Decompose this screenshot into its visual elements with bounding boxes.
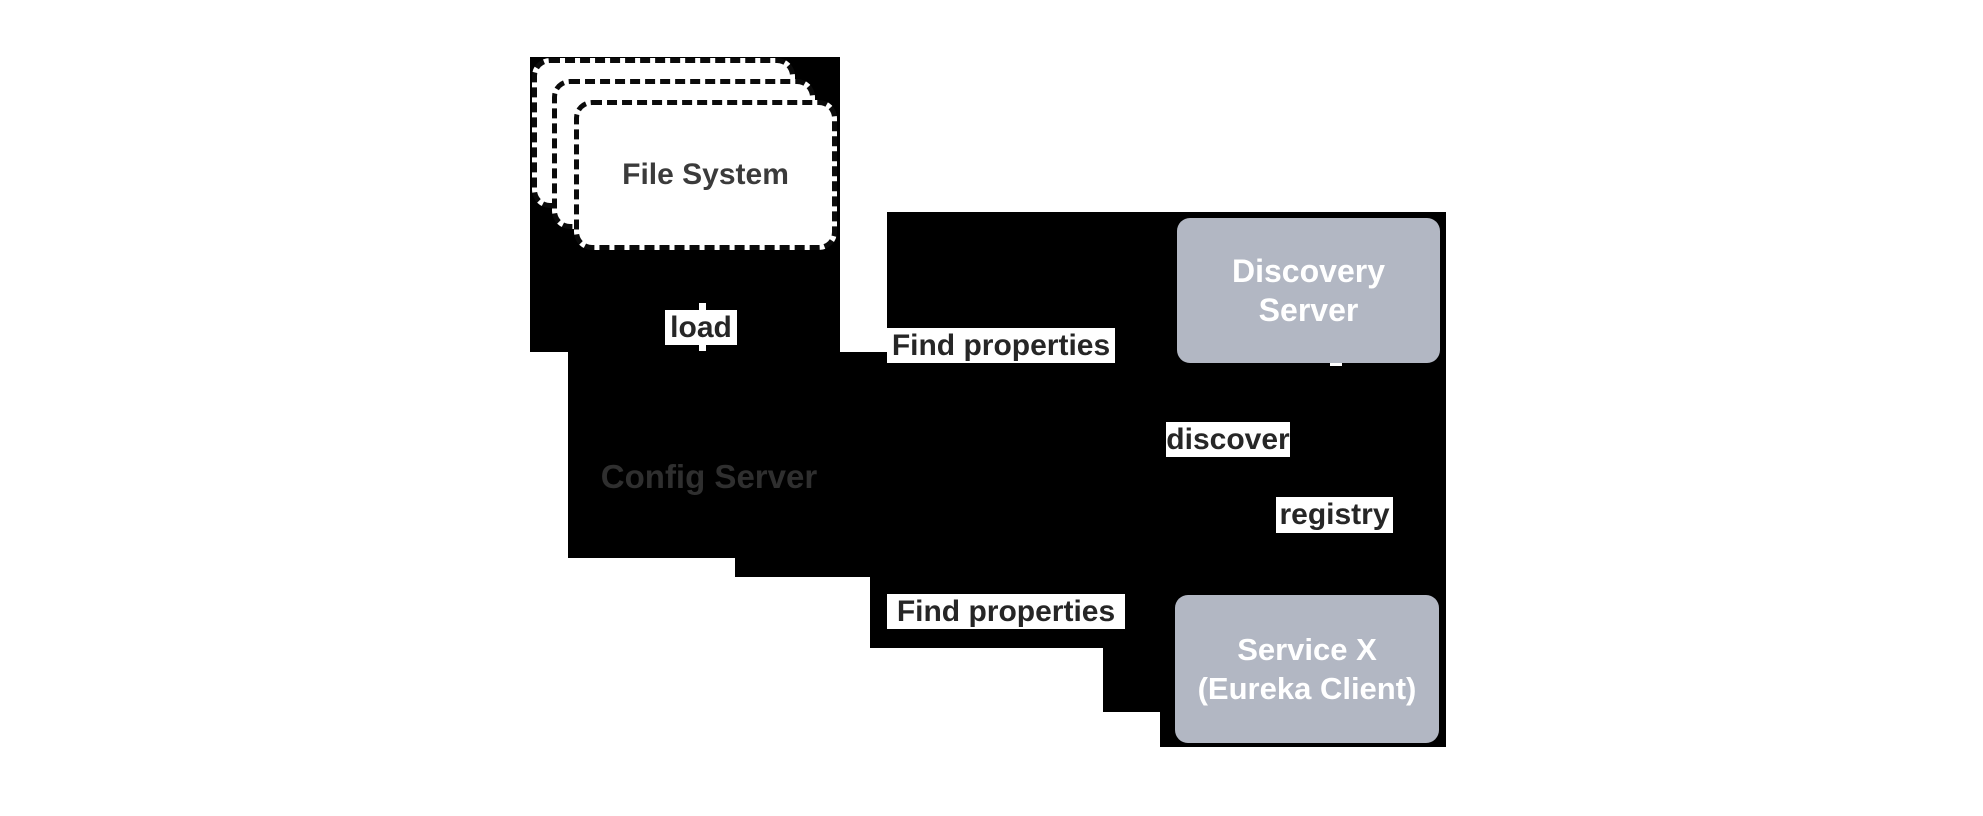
service-x-label-line1: Service X	[1237, 632, 1377, 667]
transparent-region-step	[735, 550, 870, 577]
discovery-server-node: Discovery Server	[1177, 218, 1440, 363]
find-properties-top-edge-label: Find properties	[887, 328, 1115, 363]
discovery-server-label-line2: Server	[1258, 291, 1359, 328]
file-system-box-front: File System	[574, 100, 837, 250]
arrow-fragment-below-discovery	[1330, 361, 1342, 366]
discovery-server-label-line1: Discovery	[1232, 252, 1385, 289]
file-system-label: File System	[622, 158, 789, 191]
service-x-label-line2: (Eureka Client)	[1197, 671, 1417, 706]
registry-edge-label: registry	[1276, 497, 1393, 533]
discover-edge-label: discover	[1166, 422, 1290, 457]
arrow-fragment-above-load	[699, 303, 706, 310]
service-x-node: Service X (Eureka Client)	[1175, 595, 1439, 743]
arrow-fragment-below-load	[699, 345, 706, 351]
find-properties-bottom-edge-label: Find properties	[887, 594, 1125, 629]
load-edge-label: load	[665, 310, 737, 345]
config-server-label: Config Server	[600, 458, 818, 495]
